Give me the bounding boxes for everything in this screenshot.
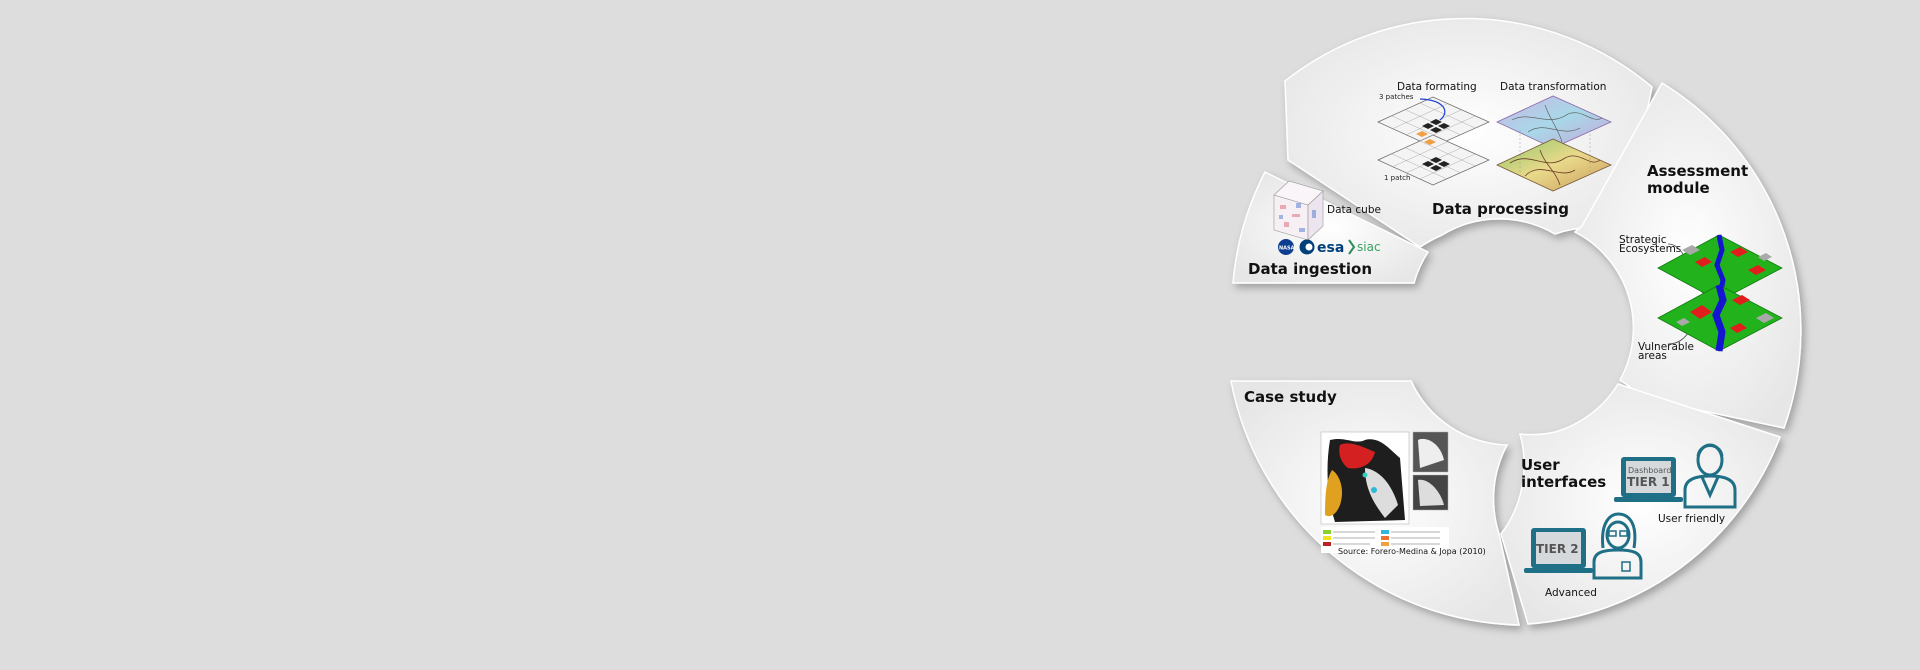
man-user-icon	[1683, 443, 1737, 509]
data-processing-module: Data formating Data transformation Data …	[1377, 81, 1612, 218]
map-layers-icon	[1496, 95, 1612, 192]
siac-logo-icon: siac	[1348, 239, 1381, 255]
data-ingestion-title: Data ingestion	[1248, 260, 1372, 278]
siac-logo-text: siac	[1357, 240, 1381, 254]
data-cube-icon	[1273, 180, 1324, 241]
user-interfaces-module: User interfaces Dashboard TIER 1 User fr…	[1521, 443, 1737, 599]
case-study-title: Case study	[1244, 388, 1337, 406]
data-processing-title: Data processing	[1432, 200, 1569, 218]
map-legend	[1321, 527, 1449, 553]
data-ingestion-module: Data ingestion Data cube NASA	[1248, 180, 1381, 278]
assessment-title-line2: module	[1647, 179, 1710, 197]
vulnerable-label-line2: areas	[1638, 350, 1667, 362]
woman-user-icon	[1592, 512, 1643, 580]
case-study-source: Source: Forero-Medina & Jopa (2010)	[1338, 547, 1486, 556]
user-interfaces-title-line1: User	[1521, 456, 1560, 474]
tier1-label: TIER 1	[1627, 475, 1670, 489]
data-transformation-label: Data transformation	[1500, 81, 1606, 93]
tier1-dashboard-label: Dashboard	[1628, 466, 1671, 475]
assessment-module: Assessment module Strategic Ecosystems V…	[1619, 162, 1783, 362]
ecosystem-layers-icon	[1657, 234, 1783, 352]
nasa-logo-text: NASA	[1279, 246, 1295, 252]
nasa-logo-icon: NASA	[1278, 239, 1295, 255]
patches-bottom-label: 1 patch	[1384, 174, 1410, 182]
strategic-label-line2: Ecosystems	[1619, 243, 1681, 255]
case-study-module: Case study	[1244, 388, 1486, 556]
data-formating-label: Data formating	[1397, 81, 1477, 93]
patches-top-label: 3 patches	[1379, 93, 1414, 101]
data-cube-label: Data cube	[1327, 204, 1381, 216]
user-interfaces-title-line2: interfaces	[1521, 473, 1606, 491]
strategic-label-line1: Strategic	[1619, 234, 1667, 246]
tier1-caption: User friendly	[1658, 513, 1725, 525]
grid-layers-icon	[1377, 96, 1490, 186]
assessment-title-line1: Assessment	[1647, 162, 1748, 180]
segment-user-interfaces	[1500, 383, 1781, 625]
laptop-icon: TIER 2	[1524, 528, 1593, 573]
tier2-label: TIER 2	[1536, 542, 1579, 556]
laptop-icon: Dashboard TIER 1	[1614, 457, 1683, 502]
vulnerable-label-line1: Vulnerable	[1638, 341, 1694, 353]
tier2-caption: Advanced	[1545, 587, 1597, 599]
esa-logo-icon: esa	[1299, 239, 1344, 256]
case-study-map-image	[1320, 431, 1449, 553]
esa-logo-text: esa	[1317, 240, 1344, 256]
